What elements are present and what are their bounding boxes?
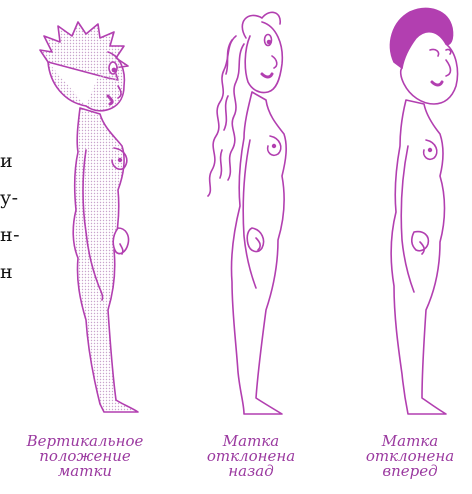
figure-backward [208,12,286,414]
caption-forward: Матка отклонена вперед [352,434,468,479]
caption-backward: Матка отклонена назад [196,434,306,479]
caption-vertical-line-3: матки [4,464,166,479]
caption-forward-line-3: вперед [352,464,468,479]
figure-forward [391,9,458,414]
caption-vertical: Вертикальное положение матки [4,434,166,479]
figure-vertical [40,22,138,412]
caption-backward-line-3: назад [196,464,306,479]
